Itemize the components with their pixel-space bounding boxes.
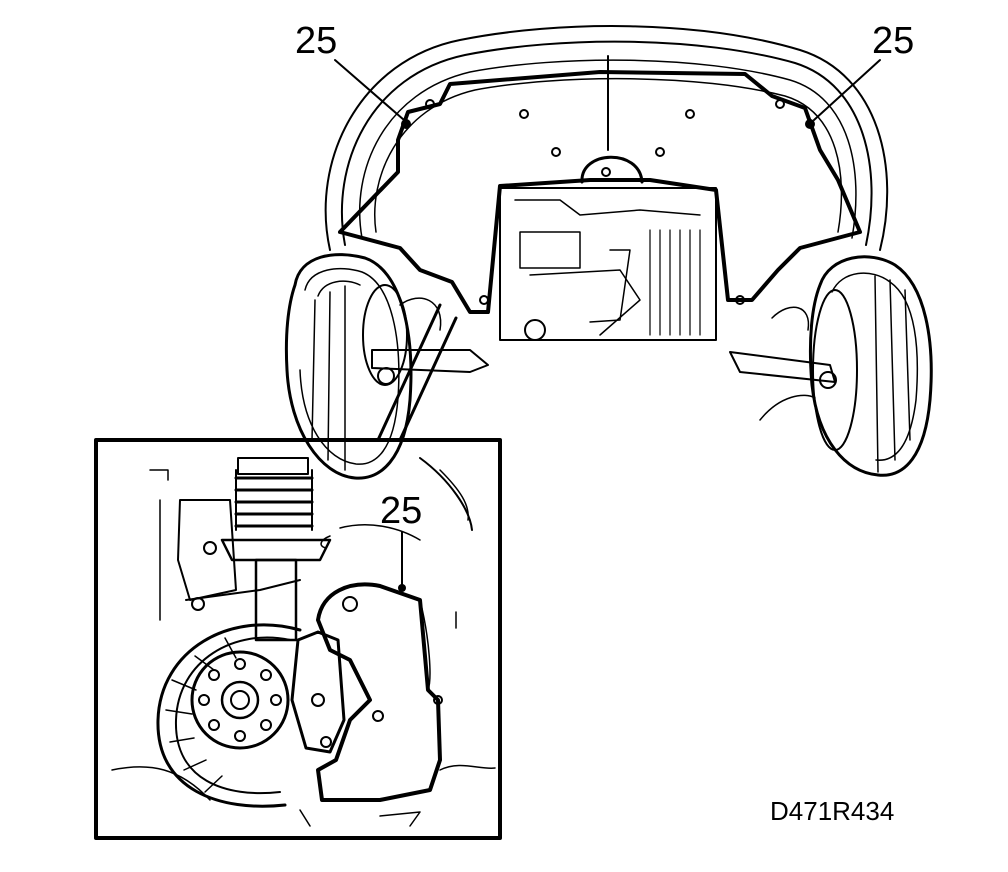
brake-caliper: [290, 630, 346, 754]
coil-spring: [234, 457, 314, 531]
car-underbody-view: [284, 25, 933, 480]
detail-inset: [94, 438, 502, 840]
shield-mounting-holes: [425, 99, 785, 305]
inset-fastener: [398, 584, 406, 592]
zoom-pointer: [376, 303, 458, 442]
callout-number-left: 25: [295, 20, 338, 62]
right-fastener: [805, 119, 815, 129]
wheel-hub: [190, 650, 290, 750]
left-fastener: [401, 119, 411, 129]
inset-frame: [94, 438, 502, 840]
wheel-studs: [198, 658, 282, 742]
right-wheel: [808, 255, 933, 477]
leader-line-right: [813, 59, 881, 121]
wheel-arch-liner: [316, 582, 443, 802]
radiator: [649, 229, 701, 336]
callout-number-inset: 25: [380, 490, 423, 532]
left-wheel: [284, 253, 413, 480]
bumper-outline: [324, 25, 889, 251]
splash-shield: [338, 55, 862, 314]
leader-line-left: [334, 59, 405, 121]
engine-bay: [499, 187, 717, 341]
figure-reference-code: D471R434: [770, 796, 895, 826]
strut: [177, 499, 332, 642]
callout-number-right: 25: [872, 20, 915, 62]
inset-body-lines: [111, 457, 496, 827]
brake-disc: [156, 623, 302, 808]
right-control-arm: [729, 306, 837, 421]
left-control-arm: [371, 297, 489, 385]
